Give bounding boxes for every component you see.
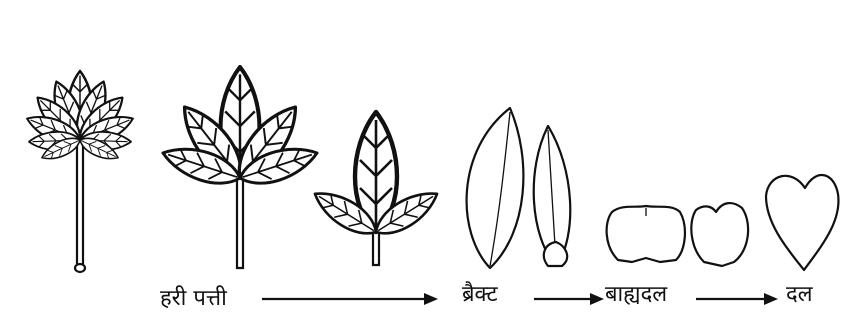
label-petal: दल xyxy=(786,284,813,306)
label-green-leaf: हरी पत्ती xyxy=(160,288,227,310)
label-sepal: बाह्यदल xyxy=(605,284,667,306)
label-bract: ब्रैक्ट xyxy=(462,284,498,306)
green-leaf-figure xyxy=(23,71,136,272)
arrow-green-leaf-to-bract xyxy=(262,293,438,305)
bract-figure xyxy=(467,108,571,268)
petal-figure xyxy=(766,175,838,270)
transitional-leaf-figure-2 xyxy=(308,112,443,265)
transitional-leaf-figure-1 xyxy=(159,67,322,268)
arrow-sepal-to-petal xyxy=(696,293,778,305)
arrow-bract-to-sepal xyxy=(534,293,604,305)
sepal-figure xyxy=(607,203,749,266)
